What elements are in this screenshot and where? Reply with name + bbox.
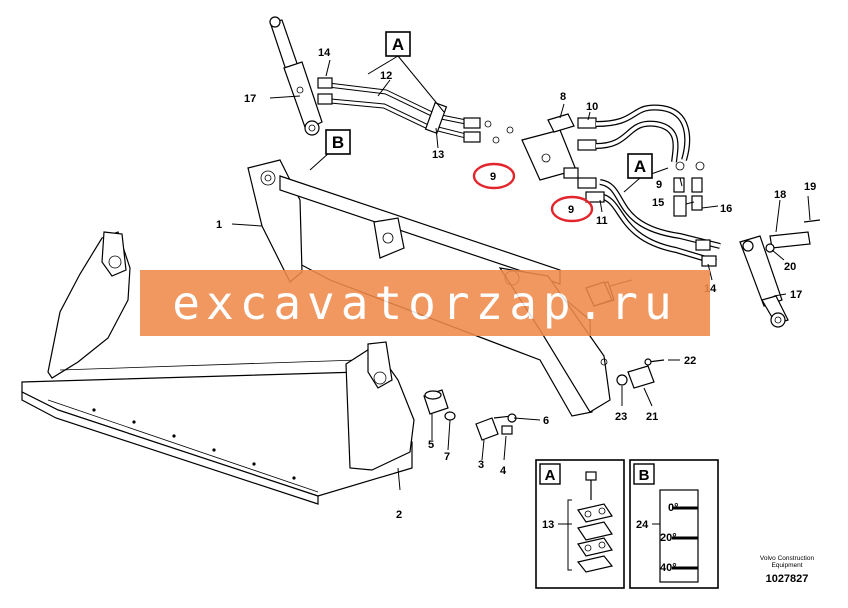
inset-b-callout-24: 24 bbox=[636, 519, 649, 531]
callout-8: 8 bbox=[560, 91, 566, 103]
callout-12: 12 bbox=[380, 70, 392, 82]
watermark-text: excavatorzap.ru bbox=[172, 276, 678, 330]
callout-17-left: 17 bbox=[244, 93, 256, 105]
inset-a: A 13 bbox=[535, 459, 625, 589]
brand-label: Volvo Construction Equipment bbox=[752, 555, 822, 569]
callout-2: 2 bbox=[396, 509, 402, 521]
callout-18: 18 bbox=[774, 189, 786, 201]
callout-9-right: 9 bbox=[656, 179, 662, 191]
leader-lines bbox=[231, 55, 811, 491]
inset-a-tag: A bbox=[545, 467, 556, 484]
callout-22: 22 bbox=[684, 355, 696, 367]
callout-13: 13 bbox=[432, 149, 444, 161]
highlight-ring bbox=[550, 195, 594, 223]
detail-tag-b-top: B bbox=[332, 133, 344, 152]
callout-10: 10 bbox=[586, 101, 598, 113]
callout-19: 19 bbox=[804, 181, 816, 193]
watermark-banner: excavatorzap.ru bbox=[140, 270, 710, 336]
inset-b: B 24 0° 20° 40° bbox=[629, 459, 719, 589]
document-number: 1027827 bbox=[765, 573, 809, 585]
callout-3: 3 bbox=[478, 459, 484, 471]
callout-5: 5 bbox=[428, 439, 434, 451]
callout-14-left: 14 bbox=[318, 47, 331, 59]
callout-4: 4 bbox=[500, 465, 507, 477]
callout-9-mid: 9 bbox=[568, 204, 574, 216]
callout-11: 11 bbox=[596, 215, 608, 227]
bucket bbox=[21, 231, 415, 505]
callout-23: 23 bbox=[615, 411, 627, 423]
inset-a-callout-13: 13 bbox=[542, 519, 554, 531]
inset-b-tag: B bbox=[639, 467, 650, 484]
detail-tags: A A B bbox=[325, 31, 653, 179]
inset-b-mark-40: 40° bbox=[660, 562, 677, 574]
hydraulic-lines bbox=[317, 77, 721, 267]
callout-6: 6 bbox=[543, 415, 549, 427]
left-hydraulic-cylinder bbox=[269, 16, 323, 136]
callout-1: 1 bbox=[216, 219, 222, 231]
inset-b-mark-20: 20° bbox=[660, 532, 677, 544]
callout-21: 21 bbox=[646, 411, 658, 423]
inset-b-mark-0: 0° bbox=[668, 502, 679, 514]
right-hydraulic-cylinder bbox=[739, 235, 789, 328]
highlight-rings bbox=[472, 162, 594, 223]
callout-16: 16 bbox=[720, 203, 732, 215]
detail-tag-a-top: A bbox=[392, 35, 404, 54]
callout-15: 15 bbox=[652, 197, 664, 209]
detail-tag-a-mid: A bbox=[634, 157, 646, 176]
brand-line-2: Equipment bbox=[771, 562, 803, 569]
callout-7: 7 bbox=[444, 451, 450, 463]
callout-17-right: 17 bbox=[790, 289, 802, 301]
brand-line-1: Volvo Construction bbox=[759, 555, 815, 562]
callout-20: 20 bbox=[784, 261, 796, 273]
callout-9-left: 9 bbox=[490, 171, 496, 183]
highlight-ring bbox=[472, 162, 516, 190]
